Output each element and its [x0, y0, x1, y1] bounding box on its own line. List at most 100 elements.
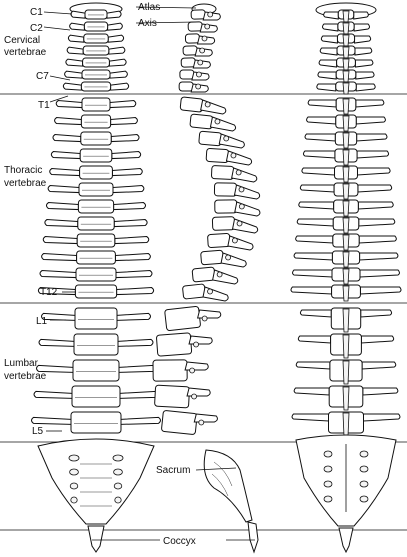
- posterior-vertebra: [316, 81, 376, 95]
- posterior-transverse-left: [320, 35, 338, 44]
- anterior-vertebra: [36, 359, 156, 382]
- posterior-spinous-process: [342, 183, 350, 200]
- lateral-spinous-process: [202, 286, 229, 302]
- anterior-transverse-left: [33, 390, 73, 399]
- anterior-transverse-left: [44, 219, 79, 228]
- anterior-coccyx: [87, 525, 105, 553]
- posterior-transverse-right: [355, 83, 376, 92]
- posterior-spinous-process: [342, 251, 350, 268]
- anterior-transverse-right: [109, 100, 137, 109]
- lateral-spinous-process: [196, 309, 222, 319]
- posterior-transverse-left: [302, 150, 336, 159]
- lateral-foramen: [197, 59, 204, 66]
- posterior-transverse-left: [304, 133, 336, 142]
- label-c2: C2: [30, 23, 43, 34]
- anterior-transverse-right: [110, 117, 138, 126]
- lateral-vertebral-body: [182, 283, 206, 300]
- lateral-vertebral-body: [187, 21, 203, 32]
- leader-lines: [43, 6, 255, 541]
- lateral-foramen: [236, 220, 243, 227]
- anterior-vertebra: [45, 199, 147, 214]
- anterior-vertebra: [55, 97, 137, 112]
- lateral-foramen: [196, 71, 202, 78]
- lateral-vertebral-body: [179, 69, 195, 80]
- anterior-transverse-left: [45, 202, 79, 211]
- lateral-vertebra: [164, 305, 222, 332]
- anterior-vertebra: [54, 114, 138, 129]
- anterior-vertebra: [52, 131, 140, 146]
- lateral-vertebra: [213, 182, 261, 200]
- lateral-sacrum: [203, 449, 253, 523]
- posterior-transverse-left: [293, 252, 333, 261]
- posterior-transverse-right: [358, 218, 396, 227]
- anterior-vertebral-body: [76, 250, 116, 265]
- anterior-vertebral-body: [77, 216, 115, 231]
- posterior-vertebra: [290, 284, 402, 302]
- anterior-vertebra: [69, 21, 123, 32]
- lateral-foramen: [207, 288, 213, 295]
- lateral-foramen: [214, 118, 221, 125]
- anterior-vertebral-body: [80, 114, 112, 129]
- anterior-vertebral-body: [79, 165, 113, 180]
- anterior-transverse-right: [107, 34, 125, 43]
- anterior-transverse-right: [108, 46, 126, 55]
- anterior-vertebral-body: [73, 333, 119, 356]
- label-t1: T1: [38, 100, 50, 111]
- lateral-sacrum-hatch: [211, 461, 233, 497]
- lateral-vertebra: [182, 283, 229, 302]
- lateral-foramen: [225, 254, 231, 261]
- lateral-vertebral-body: [178, 81, 194, 92]
- posterior-transverse-right: [357, 201, 394, 210]
- lateral-foramen: [199, 47, 206, 54]
- lateral-vertebra: [178, 81, 209, 93]
- lateral-vertebral-body: [200, 249, 224, 266]
- lateral-coccyx: [247, 521, 259, 554]
- anterior-vertebral-body: [82, 57, 110, 68]
- anterior-transverse-right: [110, 134, 140, 143]
- leader-axis: [135, 21, 197, 24]
- lateral-spinous-process: [212, 269, 239, 285]
- label-coccyx: Coccyx: [163, 536, 196, 547]
- lateral-vertebral-body: [152, 359, 188, 382]
- posterior-spinous-process: [342, 308, 350, 333]
- anterior-transverse-left: [70, 10, 86, 19]
- lateral-spinous-process: [233, 184, 261, 200]
- posterior-spinous-process: [342, 115, 350, 132]
- posterior-vertebra: [293, 250, 399, 268]
- posterior-transverse-right: [356, 150, 390, 159]
- anterior-transverse-left: [37, 287, 76, 296]
- posterior-vertebra: [321, 21, 371, 35]
- anterior-transverse-right: [113, 219, 148, 228]
- lateral-vertebral-body: [213, 182, 238, 197]
- anterior-vertebral-body: [83, 21, 109, 32]
- posterior-transverse-left: [306, 116, 337, 125]
- labels: C1 C2 Cervical vertebrae C7 T1 Thoracic …: [4, 2, 196, 547]
- lateral-spinous-process: [184, 361, 209, 371]
- lateral-vertebra: [187, 21, 218, 33]
- posterior-vertebra: [318, 57, 374, 71]
- posterior-vertebra: [320, 33, 372, 47]
- anterior-vertebral-body: [81, 69, 111, 80]
- posterior-vertebra: [295, 233, 397, 251]
- label-axis: Axis: [138, 18, 157, 29]
- lateral-vertebra: [154, 384, 211, 409]
- lateral-vertebral-body: [211, 165, 235, 180]
- anterior-vertebra: [67, 33, 125, 44]
- posterior-transverse-left: [295, 235, 334, 244]
- anterior-sacral-foramen: [68, 454, 80, 462]
- anterior-vertebral-body: [74, 307, 118, 330]
- anterior-sacral-foramen: [112, 454, 124, 462]
- anterior-transverse-left: [62, 82, 82, 91]
- anterior-vertebral-body: [72, 359, 120, 382]
- lateral-foramen: [223, 135, 230, 142]
- anterior-vertebra: [39, 267, 153, 282]
- anterior-transverse-right: [120, 416, 161, 425]
- posterior-sacral-foramen: [359, 495, 369, 503]
- anterior-transverse-right: [118, 364, 156, 373]
- anterior-vertebral-body: [84, 9, 108, 20]
- label-thoracic-line2: vertebrae: [4, 178, 47, 189]
- posterior-spinous-process: [342, 46, 350, 59]
- anterior-transverse-right: [108, 58, 127, 67]
- label-atlas: Atlas: [138, 2, 160, 13]
- posterior-transverse-left: [317, 71, 337, 80]
